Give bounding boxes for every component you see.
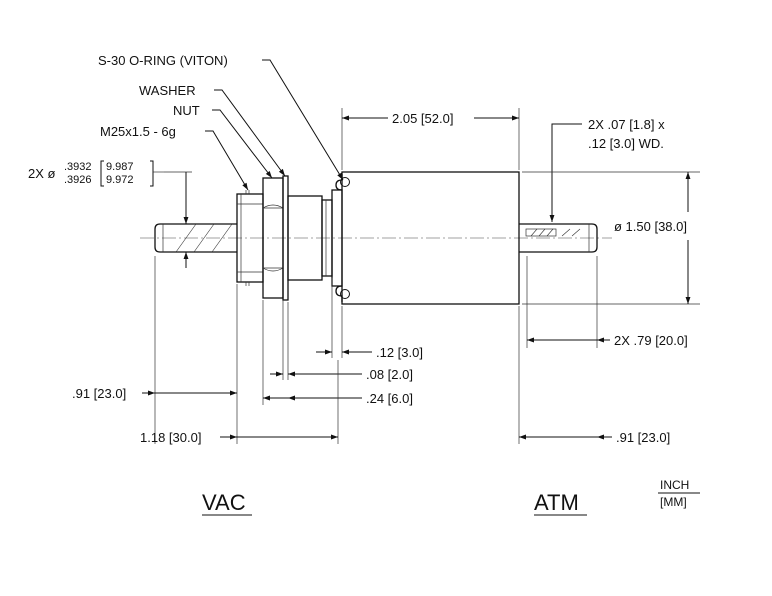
label-vac-shaft-length: .91 [23.0] [72,386,126,401]
label-shaft-diameter: 2X ø .3932 .3926 9.987 9.972 [28,160,164,187]
annotations: S-30 O-RING (VITON) WASHER NUT M25x1.5 -… [28,53,700,516]
label-flat-line1: 2X .07 [1.8] x [588,117,665,132]
dim-atm-overall [518,306,612,444]
shaft-dia-mm-min: 9.972 [106,174,134,186]
label-dim-024: .24 [6.0] [366,391,413,406]
label-dim-012: .12 [3.0] [376,345,423,360]
dim-vac-shaft-length [142,256,238,444]
label-body-length: 2.05 [52.0] [392,111,453,126]
label-washer: WASHER [139,83,196,98]
dim-shaft-diameter [164,171,192,268]
o-ring-grooves [335,174,350,302]
dim-008 [270,300,362,380]
atm-shaft [519,223,598,253]
label-flat-line2: .12 [3.0] WD. [588,136,664,151]
dim-012 [316,278,372,358]
label-o-ring: S-30 O-RING (VITON) [98,53,228,68]
dim-vac-overall [220,360,339,444]
vac-shaft [154,223,237,253]
label-atm: ATM [534,490,579,515]
label-body-diameter: ø 1.50 [38.0] [614,219,687,234]
dim-body-diameter [522,171,700,305]
dim-024 [262,300,362,405]
dimensions [142,108,700,444]
shaft-dia-prefix: 2X ø [28,166,56,181]
shaft-dia-in-max: .3932 [64,161,92,173]
part-geometry [140,171,612,305]
unit-inch: INCH [660,478,689,492]
unit-mm: [MM] [660,495,687,509]
label-vac-overall: 1.18 [30.0] [140,430,201,445]
leaders [205,59,582,222]
dim-body-length [341,108,520,170]
label-atm-overall: .91 [23.0] [616,430,670,445]
label-dim-008: .08 [2.0] [366,367,413,382]
label-nut: NUT [173,103,200,118]
body [341,171,520,305]
label-atm-shaft-length: 2X .79 [20.0] [614,333,688,348]
shaft-dia-mm-max: 9.987 [106,161,134,173]
shaft-dia-in-min: .3926 [64,174,92,186]
dim-atm-shaft-length [526,256,610,348]
label-thread: M25x1.5 - 6g [100,124,176,139]
label-vac: VAC [202,490,246,515]
